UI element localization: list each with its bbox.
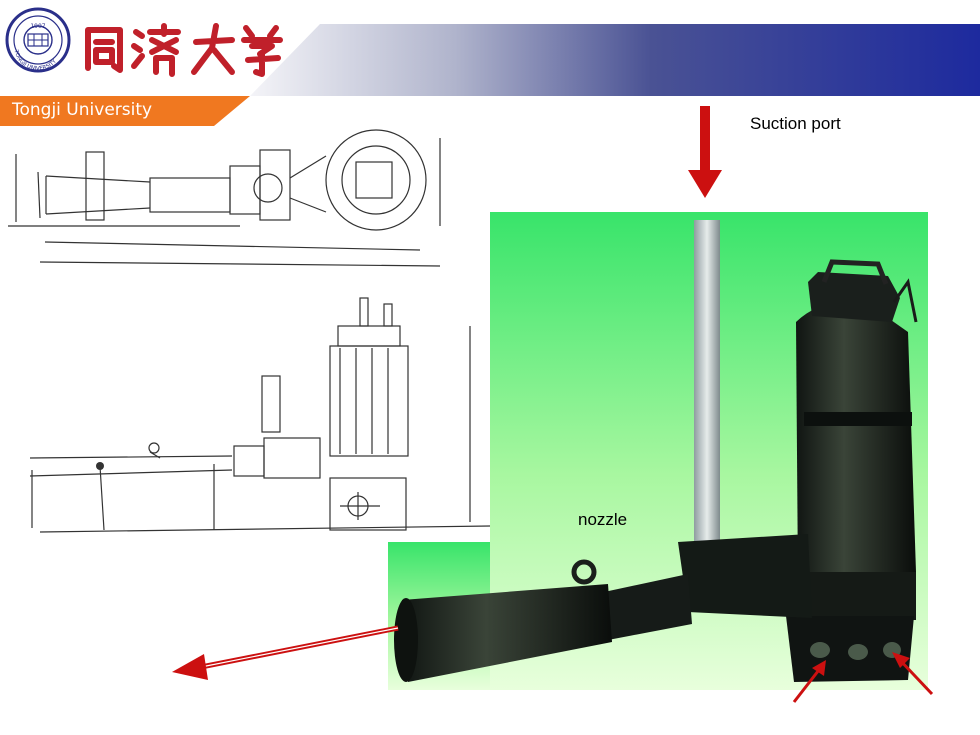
university-chinese-name — [80, 22, 290, 82]
university-tab — [0, 96, 250, 126]
university-seal-logo: 1907 TONGJI UNIVERSITY — [5, 7, 71, 73]
discharge-arrow-icon — [172, 625, 399, 680]
calligraphy-logo — [85, 23, 283, 77]
nozzle-label: nozzle — [578, 510, 628, 529]
header-band — [250, 24, 980, 96]
suction-port-label: Suction port — [750, 114, 841, 133]
svg-text:1907: 1907 — [30, 23, 45, 30]
jet-aerator-pump-photo — [388, 212, 928, 690]
university-label: Tongji University — [12, 100, 153, 120]
suction-down-arrow-icon — [688, 106, 722, 198]
aerator-technical-drawing — [0, 126, 490, 546]
